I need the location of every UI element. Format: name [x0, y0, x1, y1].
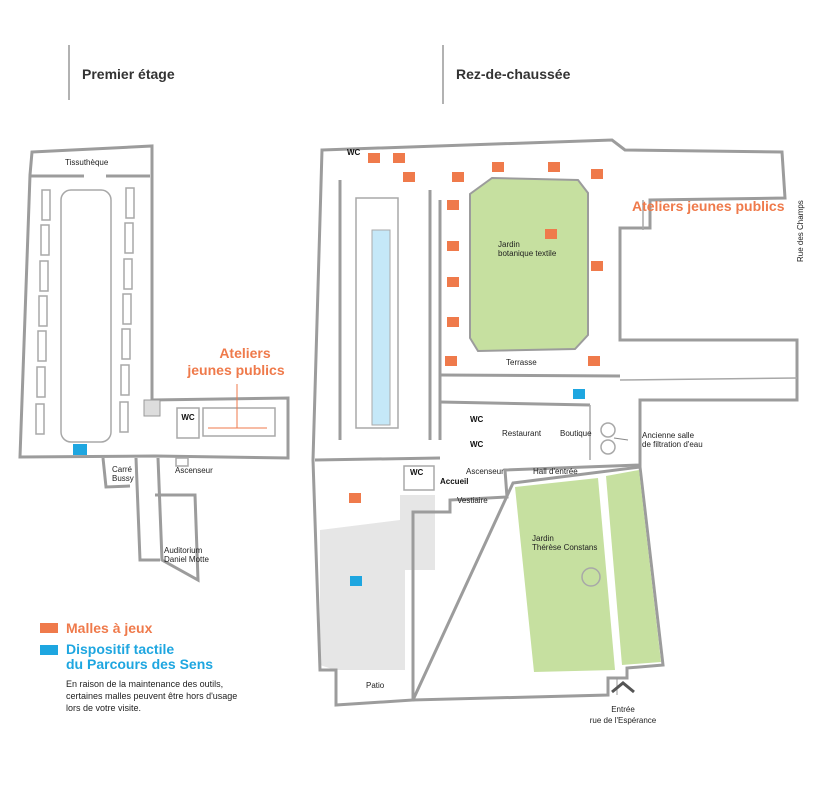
label-ascenseur-1: Ascenseur: [175, 466, 213, 475]
label-boutique: Boutique: [560, 429, 592, 438]
label-filtration-1: Ancienne salle: [642, 431, 695, 440]
label-auditorium-2: Daniel Motte: [164, 555, 209, 564]
malles-swatch-icon: [40, 623, 58, 633]
label-carre-2: Bussy: [112, 474, 134, 483]
label-entree-1: Entrée: [611, 705, 635, 714]
label-patio: Patio: [366, 681, 385, 690]
label-hall: Hall d'entrée: [533, 467, 578, 476]
legend-tactile-1: Dispositif tactile: [66, 641, 175, 657]
label-tissutheque: Tissuthèque: [65, 158, 109, 167]
wc-icon: WC: [470, 415, 484, 424]
label-rue-champs: Rue des Champs: [796, 200, 805, 262]
first-floor-plan: [18, 144, 290, 583]
label-jardin-tc-2: Thérèse Constans: [532, 543, 597, 552]
legend-malles: Malles à jeux: [40, 620, 266, 636]
label-carre-1: Carré: [112, 465, 133, 474]
maintenance-note: En raison de la maintenance des outils, …: [66, 678, 266, 714]
legend-tactile: Dispositif tactile du Parcours des Sens: [40, 642, 266, 672]
ground-floor-title: Rez-de-chaussée: [456, 66, 571, 82]
label-entree-2: rue de l'Espérance: [590, 716, 657, 725]
legend-tactile-2: du Parcours des Sens: [66, 656, 214, 672]
label-terrasse: Terrasse: [506, 358, 537, 367]
label-ateliers-1: Ateliers: [219, 345, 271, 361]
tactile-swatch-icon: [40, 645, 58, 655]
first-floor-title: Premier étage: [82, 66, 175, 82]
label-ateliers-ground: Ateliers jeunes publics: [632, 198, 785, 214]
label-filtration-2: de filtration d'eau: [642, 440, 703, 449]
legend: Malles à jeux Dispositif tactile du Parc…: [40, 620, 266, 714]
label-auditorium-1: Auditorium: [164, 546, 203, 555]
ground-floor-plan: [311, 138, 799, 707]
note-line: lors de votre visite.: [66, 703, 142, 713]
tactile-marker: [573, 389, 585, 399]
label-vestiaire: Vestiaire: [457, 496, 488, 505]
tactile-marker: [350, 576, 362, 586]
label-ascenseur-ground: Ascenseur: [466, 467, 504, 476]
wc-icon: WC: [410, 468, 424, 477]
tactile-marker: [73, 444, 87, 455]
wc-icon: WC: [470, 440, 484, 449]
label-jardin-tc-1: Jardin: [532, 534, 554, 543]
label-jardin-bot-1: Jardin: [498, 240, 520, 249]
wc-icon: WC: [347, 148, 361, 157]
label-accueil: Accueil: [440, 477, 468, 486]
note-line: En raison de la maintenance des outils,: [66, 679, 224, 689]
label-ateliers-2: jeunes publics: [186, 362, 284, 378]
wc-icon: WC: [181, 413, 195, 422]
legend-malles-label: Malles à jeux: [66, 620, 153, 636]
note-line: certaines malles peuvent être hors d'usa…: [66, 691, 238, 701]
label-jardin-bot-2: botanique textile: [498, 249, 557, 258]
label-restaurant: Restaurant: [502, 429, 542, 438]
malles-markers: [349, 153, 603, 503]
